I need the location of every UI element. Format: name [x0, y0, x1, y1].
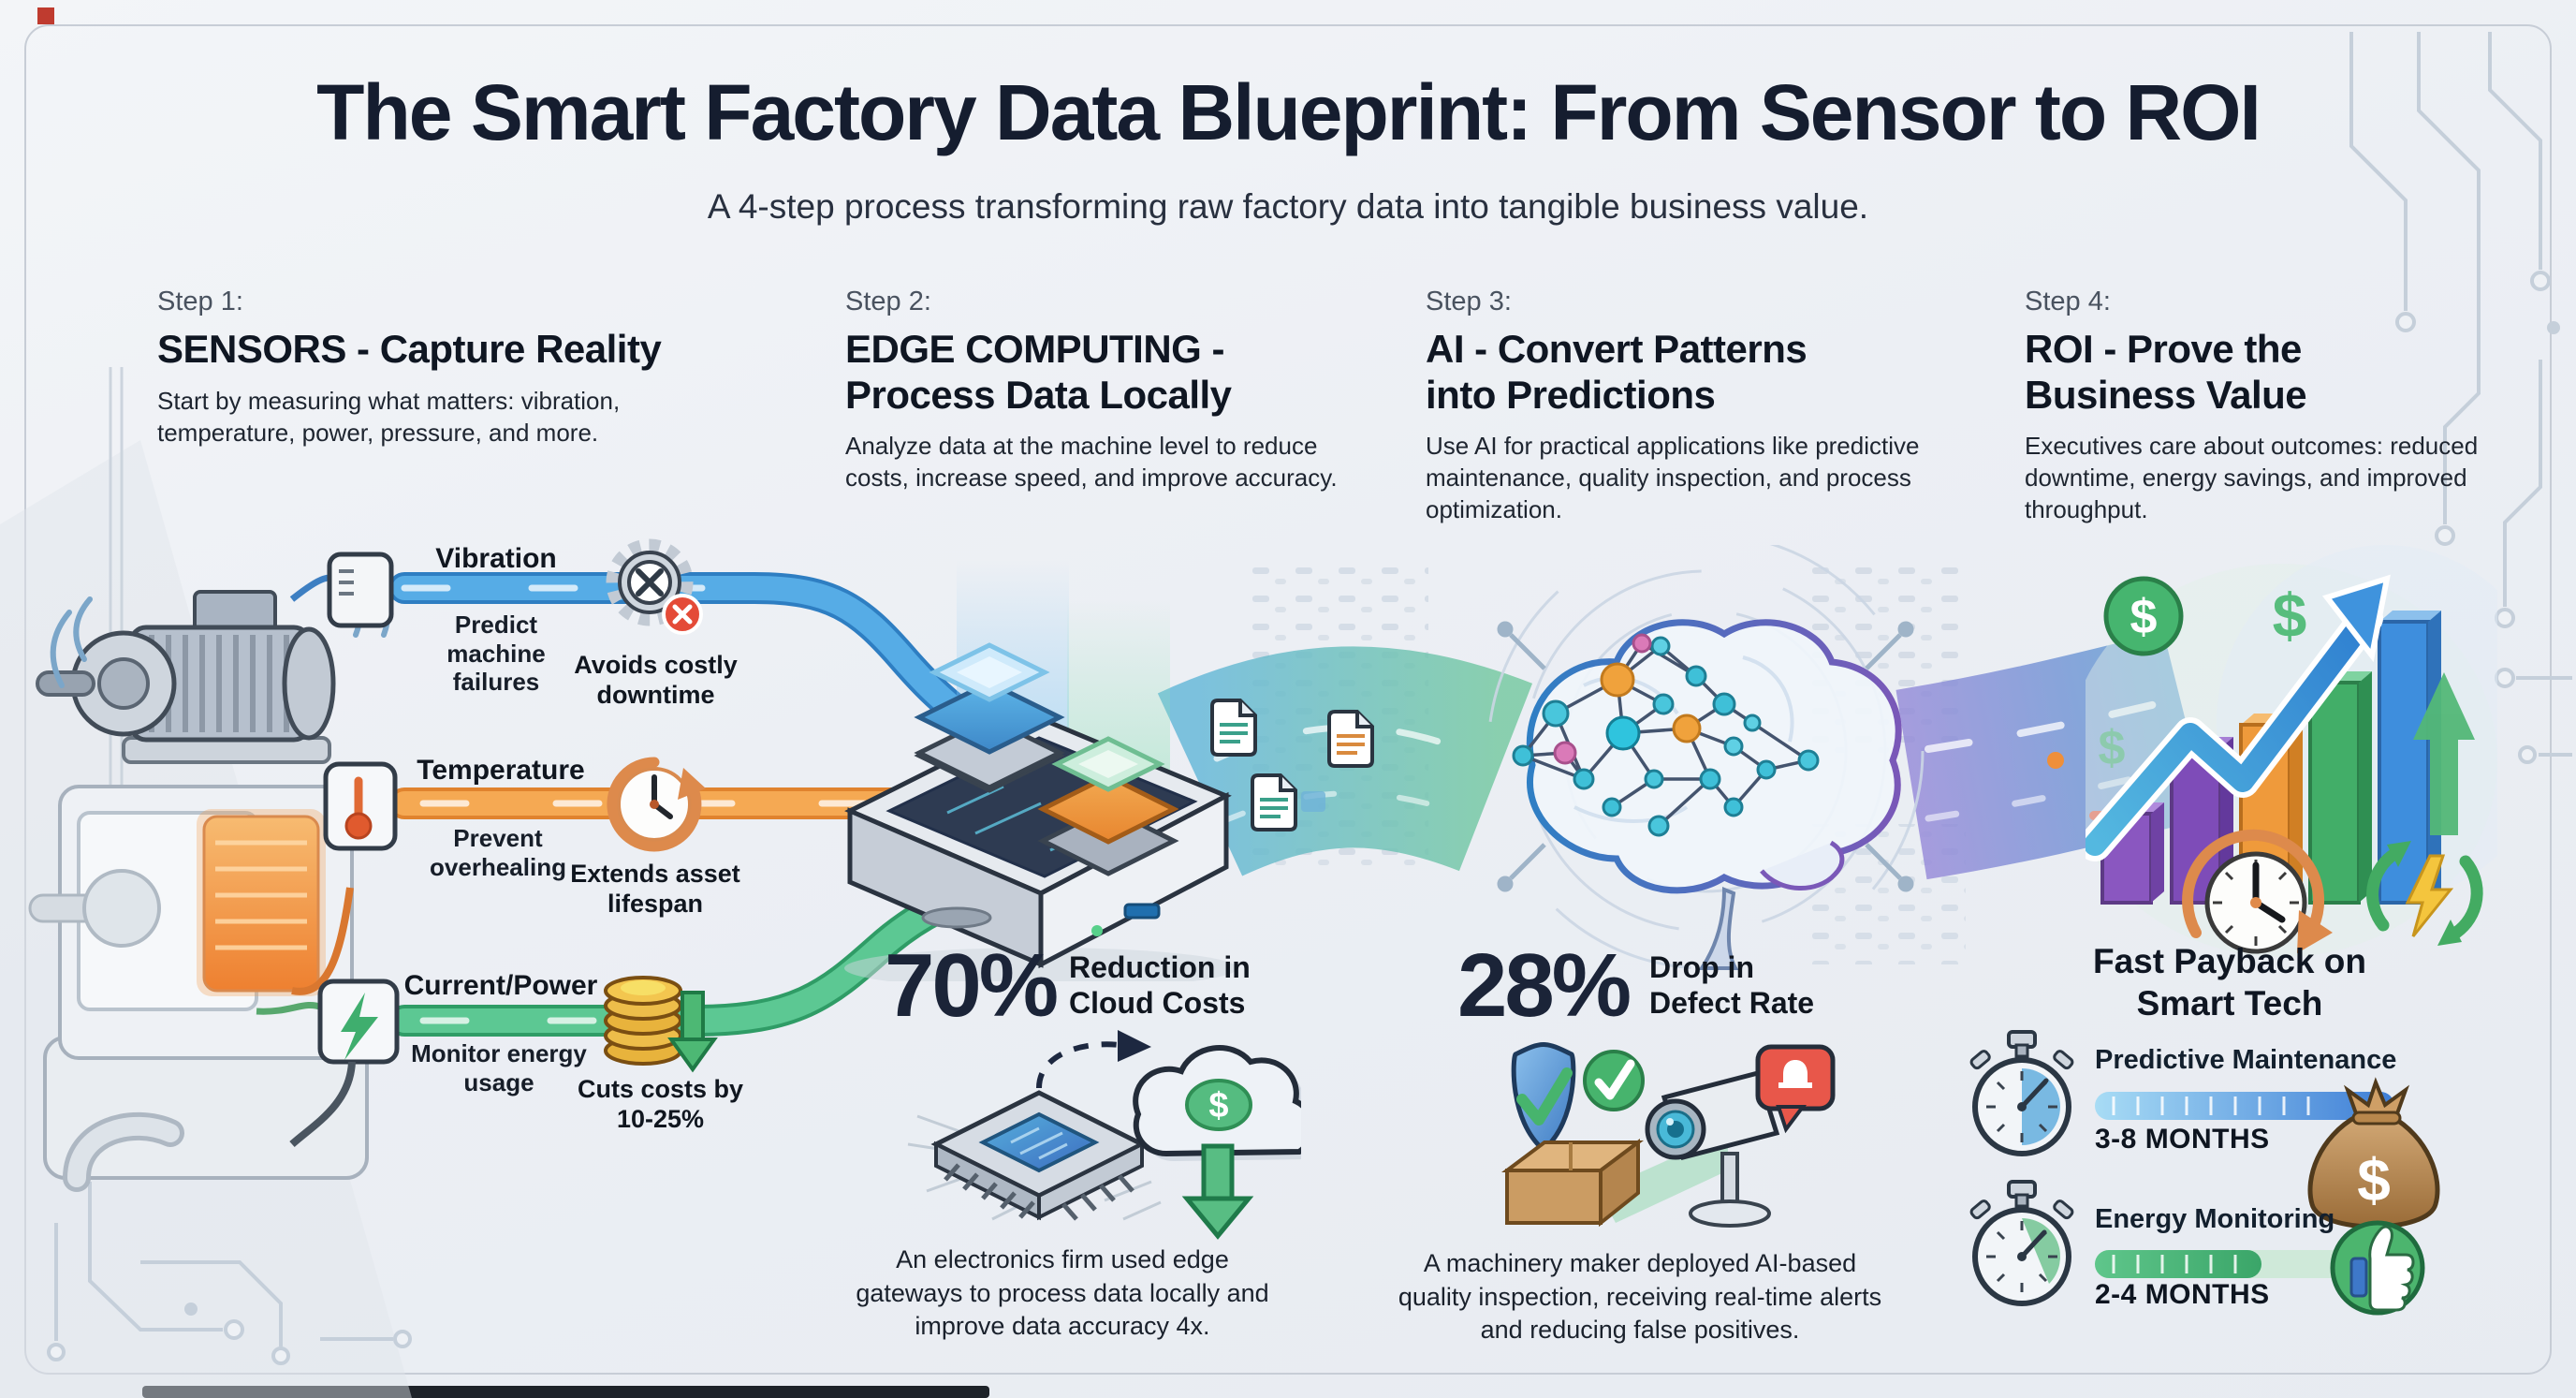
step-2-heading: Step 2: EDGE COMPUTING - Process Data Lo…	[845, 287, 1407, 494]
coins-down-arrow-icon	[604, 976, 718, 1073]
svg-text:$: $	[2357, 1146, 2391, 1214]
compute-stack-green	[1037, 736, 1179, 876]
step-3-label: Step 3:	[1426, 287, 1512, 316]
stat-70-label: Reduction in Cloud Costs	[1069, 950, 1251, 1021]
border-frame	[24, 24, 2552, 1375]
clock-cycle-icon	[607, 757, 706, 852]
step-2-label: Step 2:	[845, 287, 931, 316]
shield-box-camera-icon	[1501, 1042, 1836, 1228]
roi-growth-illustration: $ $ $	[2086, 545, 2497, 957]
chip-icon	[930, 1090, 1148, 1221]
energy-cycle-icon	[2366, 841, 2483, 946]
step-4-heading: Step 4: ROI - Prove the Business Value E…	[2025, 287, 2549, 526]
page-subtitle: A 4-step process transforming raw factor…	[707, 187, 1869, 226]
compute-stack-blue	[914, 642, 1065, 793]
sensor-outcome-power: Cuts costs by 10-25%	[577, 1075, 744, 1133]
package-box-icon	[1501, 1139, 1644, 1228]
stat-28-value: 28%	[1457, 935, 1632, 1036]
stopwatch-blue-icon	[1969, 1030, 2074, 1156]
sensor-outcome-vibration: Avoids costly downtime	[574, 651, 738, 709]
vibration-sensor	[289, 552, 394, 628]
stat-28-label: Drop in Defect Rate	[1649, 950, 1815, 1021]
svg-text:$: $	[1208, 1086, 1228, 1126]
payback-item-2-duration: 2-4 MONTHS	[2095, 1279, 2270, 1310]
step-1-label: Step 1:	[157, 287, 243, 316]
check-circle-icon	[1583, 1050, 1645, 1111]
edge-gateway-illustration	[844, 560, 1237, 981]
pink-node	[1553, 741, 1577, 765]
inspection-camera-icon	[1645, 1069, 1780, 1228]
chip-to-cloud-savings-icon: $	[907, 1030, 1301, 1240]
time-savings-clock-icon	[2182, 829, 2333, 954]
orange-node	[1672, 714, 1702, 743]
stopwatch-green-icon	[1969, 1180, 2074, 1306]
payback-bar-energy	[2095, 1250, 2394, 1278]
dollar-glyph: $	[2099, 721, 2126, 775]
payback-title: Fast Payback on Smart Tech	[2092, 942, 2366, 1023]
step-4-label: Step 4:	[2025, 287, 2111, 316]
case-study-edge-caption: An electronics firm used edge gateways t…	[856, 1245, 1269, 1341]
dollar-glyph: $	[2273, 581, 2307, 650]
payback-bar-predictive	[2095, 1092, 2394, 1120]
payback-graphics: $	[1969, 1030, 2440, 1316]
page-title: The Smart Factory Data Blueprint: From S…	[316, 68, 2261, 156]
corner-red-mark	[37, 7, 54, 24]
step-1-desc: Start by measuring what matters: vibrati…	[157, 386, 621, 447]
bottom-strip-decoration	[142, 1386, 989, 1398]
svg-text:$: $	[2130, 590, 2158, 644]
step-1-title: SENSORS - Capture Reality	[157, 327, 662, 371]
step-1-heading: Step 1: SENSORS - Capture Reality Start …	[157, 287, 756, 449]
payback-item-2-label: Energy Monitoring	[2095, 1204, 2335, 1234]
factory-machine-illustration	[28, 552, 400, 1192]
alert-badge-icon	[1755, 1044, 1836, 1134]
payback-item-1-duration: 3-8 MONTHS	[2095, 1124, 2270, 1155]
cloud-dollar-icon: $	[1133, 1045, 1301, 1240]
pink-node	[1632, 633, 1652, 654]
shield-check-icon	[1511, 1042, 1576, 1154]
payback-item-1-label: Predictive Maintenance	[2095, 1045, 2397, 1075]
lightning-icon	[341, 993, 378, 1060]
sensor-name-temperature: Temperature	[417, 755, 585, 786]
step-3-desc: Use AI for practical applications like p…	[1426, 432, 1920, 524]
case-study-ai-caption: A machinery maker deployed AI-based qual…	[1398, 1249, 1882, 1345]
step-2-desc: Analyze data at the machine level to red…	[845, 432, 1338, 493]
sensor-name-vibration: Vibration	[435, 543, 557, 574]
sensor-benefit-power: Monitor energy usage	[411, 1039, 587, 1096]
gear-wrench-x-icon	[606, 538, 703, 635]
thumbs-up-icon	[2330, 1220, 2425, 1316]
green-up-arrow-icon	[2413, 672, 2475, 835]
step-3-title: AI - Convert Patterns into Predictions	[1426, 327, 1808, 417]
step-4-title: ROI - Prove the Business Value	[2025, 327, 2307, 417]
ai-brain-illustration	[1486, 545, 1925, 970]
step-2-title: EDGE COMPUTING - Process Data Locally	[845, 327, 1232, 417]
sensor-outcome-temperature: Extends asset lifespan	[570, 860, 740, 918]
stat-70-value: 70%	[885, 935, 1059, 1036]
step-4-desc: Executives care about outcomes: reduced …	[2025, 432, 2479, 524]
lightning-icon	[2405, 854, 2454, 937]
sensor-name-power: Current/Power	[403, 970, 598, 1001]
step-3-heading: Step 3: AI - Convert Patterns into Predi…	[1426, 287, 1969, 526]
orange-node	[1600, 662, 1635, 698]
temperature-sensor	[291, 761, 398, 995]
